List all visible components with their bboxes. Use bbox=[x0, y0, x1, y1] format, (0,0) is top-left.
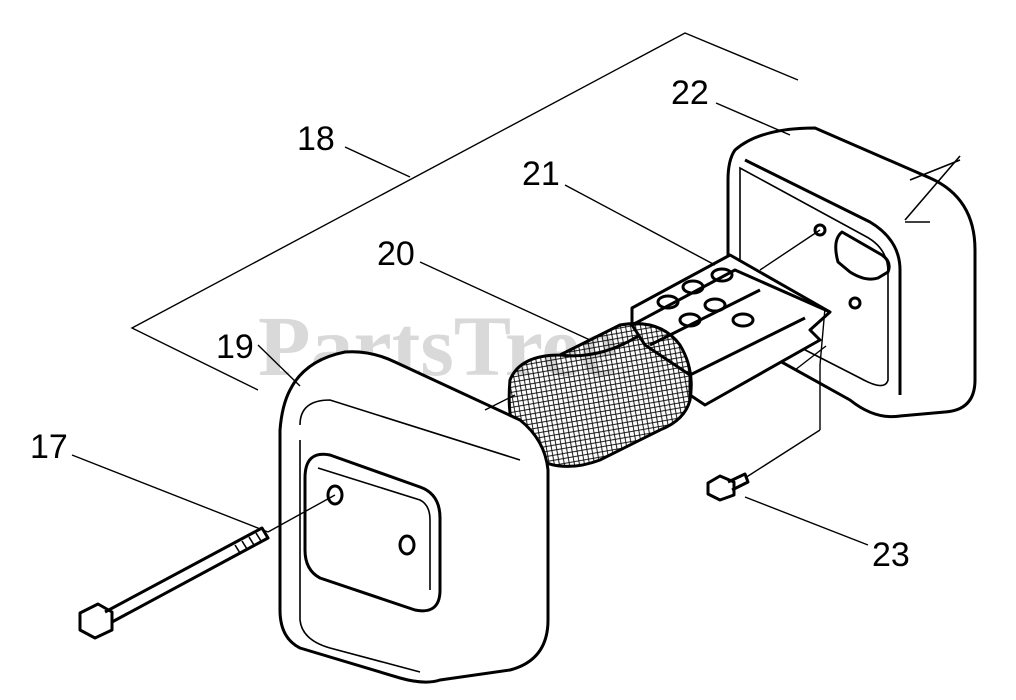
part-19-front-cover bbox=[278, 350, 550, 684]
callout-18: 18 bbox=[297, 120, 335, 158]
part-17-long-bolt bbox=[78, 526, 270, 640]
callout-19: 19 bbox=[216, 328, 254, 366]
assembly-guide-lines bbox=[267, 229, 827, 533]
callout-23: 23 bbox=[872, 536, 910, 574]
callout-17: 17 bbox=[30, 428, 68, 466]
callout-20: 20 bbox=[377, 235, 415, 273]
callout-22: 22 bbox=[671, 74, 709, 112]
group-bracket-18 bbox=[130, 32, 799, 391]
part-23-screw bbox=[706, 472, 750, 502]
callout-21: 21 bbox=[522, 155, 560, 193]
leader-lines bbox=[71, 102, 869, 546]
part-22-rear-housing bbox=[726, 126, 977, 419]
